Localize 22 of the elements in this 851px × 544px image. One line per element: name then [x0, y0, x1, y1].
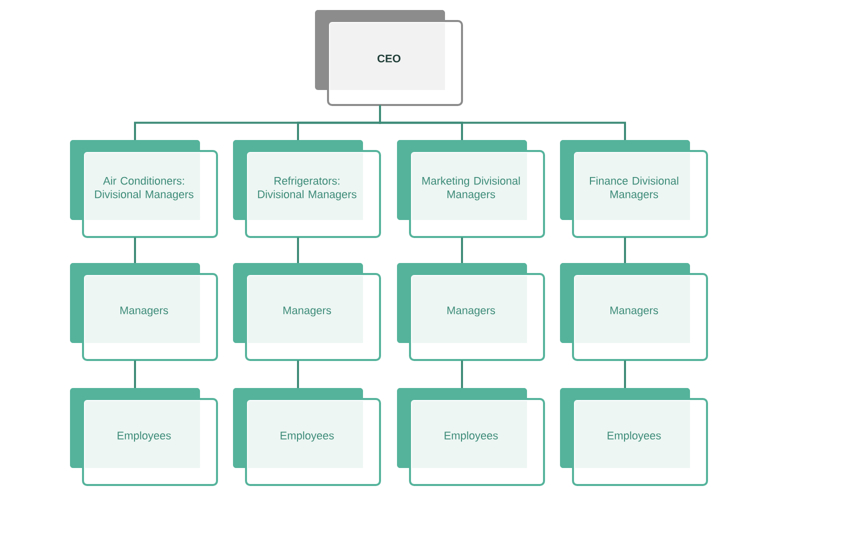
connector-line [297, 360, 299, 388]
org-box: Managers [70, 263, 218, 361]
connector-line [461, 360, 463, 388]
org-box: Employees [560, 388, 708, 486]
org-box: Employees [70, 388, 218, 486]
org-box: Air Conditioners: Divisional Managers [70, 140, 218, 238]
org-box: Finance Divisional Managers [560, 140, 708, 238]
org-box: Employees [397, 388, 545, 486]
org-box: CEO [315, 10, 463, 106]
connector-line [134, 360, 136, 388]
connector-line [624, 360, 626, 388]
org-box: Managers [560, 263, 708, 361]
org-box: Marketing Divisional Managers [397, 140, 545, 238]
connector-line [461, 237, 463, 263]
connector-line [134, 237, 136, 263]
org-box: Managers [397, 263, 545, 361]
connector-line [624, 237, 626, 263]
org-box: Employees [233, 388, 381, 486]
connector-line [379, 105, 626, 140]
org-box: Managers [233, 263, 381, 361]
connector-line [297, 237, 299, 263]
org-box: Refrigerators: Divisional Managers [233, 140, 381, 238]
